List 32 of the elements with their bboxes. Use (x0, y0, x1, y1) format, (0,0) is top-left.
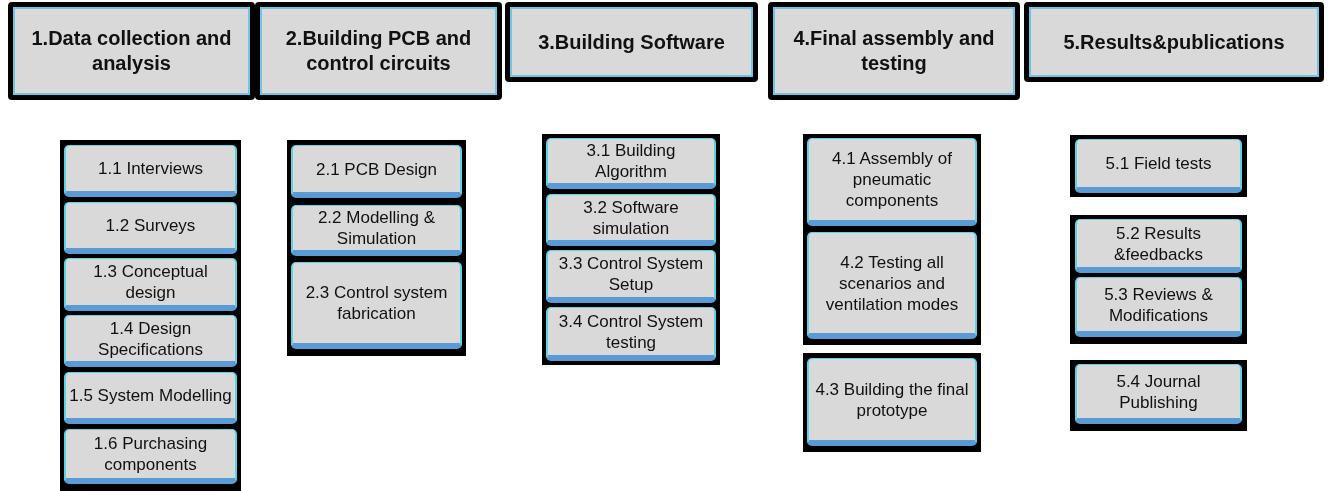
task-panel (1070, 360, 1247, 431)
task-box: 5.3 Reviews & Modifications (1075, 277, 1242, 337)
task-box: 2.2 Modelling & Simulation (291, 205, 462, 256)
phase-header-box: 4.Final assembly and testing (768, 2, 1020, 100)
task-panel (803, 134, 981, 345)
task-box: 4.2 Testing all scenarios and ventilation modes (807, 232, 977, 339)
task-box: 4.1 Assembly of pneumatic components (807, 138, 977, 226)
task-panel (287, 140, 466, 356)
task-box: 1.3 Conceptual design (64, 258, 237, 311)
task-box: 1.6 Purchasing components (64, 429, 237, 484)
task-panel (1070, 215, 1247, 344)
task-box: 5.1 Field tests (1075, 139, 1242, 193)
task-box: 1.1 Interviews (64, 145, 237, 197)
task-box: 3.1 Building Algorithm (546, 138, 716, 189)
phase-header-box: 3.Building Software (505, 2, 758, 82)
phase-header-box: 5.Results&publications (1024, 2, 1324, 82)
task-box: 4.3 Building the final prototype (807, 358, 977, 446)
task-box: 5.2 Results &feedbacks (1075, 219, 1242, 273)
task-box: 2.3 Control system fabrication (291, 262, 462, 349)
task-box: 1.2 Surveys (64, 202, 237, 254)
task-box: 1.4 Design Specifications (64, 315, 237, 367)
task-box: 5.4 Journal Publishing (1075, 364, 1242, 424)
task-box: 3.2 Software simulation (546, 194, 716, 246)
phase-header-box: 2.Building PCB and control circuits (255, 2, 502, 100)
task-panel (60, 140, 241, 491)
phase-header-box: 1.Data collection and analysis (8, 2, 255, 100)
task-box: 1.5 System Modelling (64, 372, 237, 424)
task-panel (803, 353, 981, 452)
task-box: 3.4 Control System testing (546, 307, 716, 361)
task-box: 3.3 Control System Setup (546, 250, 716, 303)
task-panel (542, 134, 720, 365)
task-box: 2.1 PCB Design (291, 145, 462, 198)
